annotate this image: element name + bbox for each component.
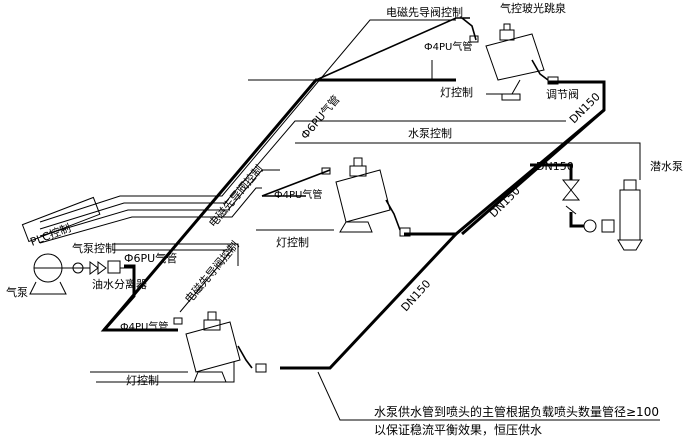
note-leader — [317, 371, 660, 421]
air-pipe-4pu-label-mid: Ф4PU气管 — [274, 188, 322, 201]
regulating-valve-label: 调节阀 — [546, 87, 579, 101]
solenoid-label-bottom: 电磁先导阀控制 — [182, 238, 242, 306]
control-cable-bundle — [21, 19, 641, 383]
air-pump-control-label: 气泵控制 — [72, 241, 116, 255]
note-line-1: 水泵供水管到喷头的主管根据负载喷头数量管径≥100 — [374, 404, 659, 419]
fountain-top — [461, 17, 559, 101]
air-pipe-6pu-left-label: Ф6PU气管 — [124, 251, 177, 265]
fountain-bottom — [173, 311, 267, 383]
submersible-pump-label: 潜水泵 — [650, 159, 683, 173]
plc-box — [21, 196, 101, 243]
water-pump-control-label: 水泵控制 — [408, 126, 452, 140]
note-line-2: 以保证稳流平衡效果，恒压供水 — [374, 422, 542, 437]
air-pipe-6pu-diag-label: Ф6PU气管 — [298, 92, 343, 142]
solenoid-label-top: 电磁先导阀控制 — [386, 5, 463, 19]
fountain-label-top: 气控玻光跳泉 — [500, 1, 566, 15]
submersible-pump-assembly — [561, 179, 643, 251]
light-control-label-bottom: 灯控制 — [126, 373, 159, 387]
fountain-mid — [321, 157, 411, 237]
oil-water-separator-label: 油水分离器 — [92, 277, 147, 291]
light-control-label-top: 灯控制 — [440, 85, 473, 99]
dn150-label-right: DN150 — [536, 160, 574, 173]
air-pump-label: 气泵 — [6, 285, 28, 299]
main-water-pipe — [280, 80, 606, 370]
air-pipe-4pu-label-bottom: Ф4PU气管 — [120, 320, 168, 333]
air-pump-assembly — [29, 253, 134, 295]
air-pipe-main — [100, 17, 470, 332]
air-pipe-4pu-label-top: Ф4PU气管 — [424, 40, 472, 53]
dn150-label-left: DN150 — [399, 277, 434, 314]
light-control-label-mid: 灯控制 — [276, 235, 309, 249]
plc-control-label: PLC控制 — [28, 221, 73, 249]
